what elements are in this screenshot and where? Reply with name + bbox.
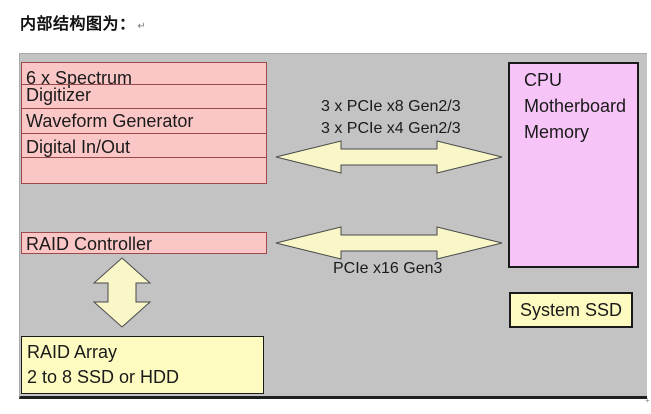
upper-link-label-x4: 3 x PCIe x4 Gen2/3 [321,120,461,137]
raid-array-capacity: 2 to 8 SSD or HDD [27,367,180,387]
lower-double-arrow [275,226,503,260]
raid-array-box: RAID Array 2 to 8 SSD or HDD [21,336,264,394]
host-motherboard-label: Motherboard [524,96,627,116]
vertical-double-arrow [92,257,152,328]
lower-link-label: PCIe x16 Gen3 [333,260,443,277]
module-divider [22,108,266,109]
page-heading: 内部结构图为：↵ [20,10,146,34]
module-spectrum: 6 x Spectrum [26,68,133,88]
system-ssd-box: System SSD [509,292,633,328]
module-divider [22,84,266,85]
module-divider [22,133,266,134]
module-stack: 6 x Spectrum Digitizer Waveform Generato… [21,62,267,184]
host-box: CPU Motherboard Memory [508,62,639,268]
raid-array-title: RAID Array [27,342,118,362]
host-memory-label: Memory [524,122,590,142]
host-cpu-label: CPU [524,70,563,90]
heading-text: 内部结构图为： [20,14,136,33]
raid-controller-box: RAID Controller [21,232,267,254]
paragraph-mark: ↵ [137,21,147,32]
upper-double-arrow [275,140,503,174]
module-digital-io: Digital In/Out [26,137,131,157]
module-digitizer: Digitizer [26,85,92,105]
upper-link-label-x8: 3 x PCIe x8 Gen2/3 [321,98,461,115]
corner-mark: + [645,396,650,405]
module-divider [22,157,266,158]
module-waveform-generator: Waveform Generator [26,111,194,131]
